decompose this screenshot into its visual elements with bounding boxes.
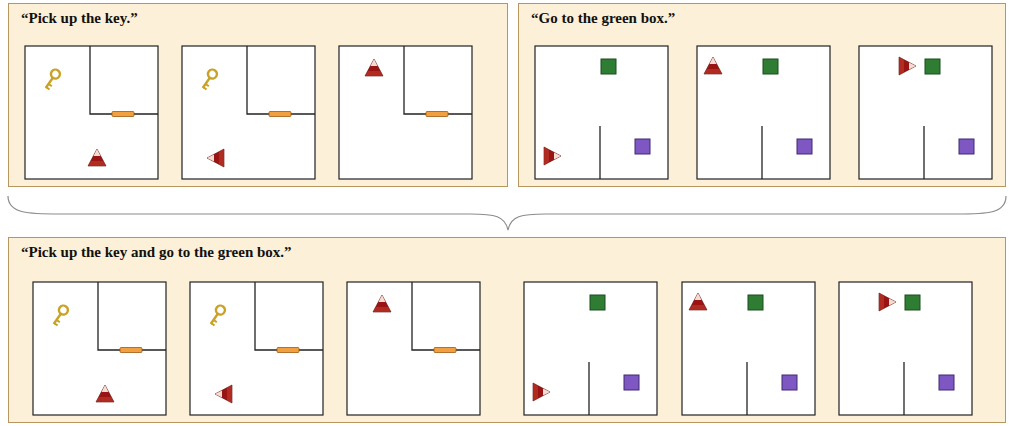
wall bbox=[923, 126, 924, 179]
green-box bbox=[748, 295, 763, 310]
agent-triangle bbox=[215, 385, 232, 403]
agent-triangle bbox=[373, 295, 391, 312]
door bbox=[112, 112, 134, 117]
env-frame bbox=[535, 46, 668, 179]
agent-triangle bbox=[544, 147, 561, 165]
panel-box: “Pick up the key.” bbox=[8, 3, 508, 187]
agent-triangle bbox=[533, 383, 550, 401]
purple-box bbox=[635, 139, 650, 154]
green-box bbox=[763, 59, 778, 74]
agent-triangle bbox=[689, 293, 707, 310]
wall bbox=[588, 362, 589, 415]
key-icon bbox=[50, 304, 70, 327]
env-frame bbox=[25, 46, 158, 179]
key-icon bbox=[207, 304, 227, 327]
panel-box: “Pick up the key and go to the green box… bbox=[8, 237, 1006, 423]
agent-triangle bbox=[365, 59, 383, 76]
agent-triangle bbox=[899, 57, 916, 75]
panel-fill bbox=[8, 3, 508, 187]
env-frame bbox=[839, 282, 972, 415]
purple-box bbox=[782, 375, 797, 390]
env-frame bbox=[190, 282, 323, 415]
green-box bbox=[601, 59, 616, 74]
purple-box bbox=[939, 375, 954, 390]
door bbox=[277, 348, 299, 353]
panel-heading: “Go to the green box.” bbox=[531, 10, 675, 27]
env-frame bbox=[697, 46, 830, 179]
agent-triangle bbox=[88, 149, 106, 166]
wall bbox=[761, 126, 762, 179]
door bbox=[426, 112, 448, 117]
green-box bbox=[590, 295, 605, 310]
door bbox=[269, 112, 291, 117]
env-frame bbox=[524, 282, 657, 415]
panel-box: “Go to the green box.” bbox=[518, 3, 1006, 187]
wall bbox=[90, 46, 158, 114]
panel-fill bbox=[518, 3, 1006, 187]
purple-box bbox=[959, 139, 974, 154]
purple-box bbox=[624, 375, 639, 390]
agent-triangle bbox=[96, 385, 114, 402]
env-frame bbox=[182, 46, 315, 179]
env-frame bbox=[339, 46, 472, 179]
agent-triangle bbox=[879, 293, 896, 311]
wall bbox=[903, 362, 904, 415]
brace bbox=[8, 196, 1006, 230]
agent-triangle bbox=[704, 57, 722, 74]
green-box bbox=[905, 295, 920, 310]
agent-triangle bbox=[207, 149, 224, 167]
panel-fill bbox=[8, 237, 1006, 423]
wall bbox=[412, 282, 480, 350]
env-frame bbox=[33, 282, 166, 415]
wall bbox=[404, 46, 472, 114]
door bbox=[120, 348, 142, 353]
wall bbox=[746, 362, 747, 415]
panel-heading: “Pick up the key and go to the green box… bbox=[21, 244, 292, 261]
panel-heading: “Pick up the key.” bbox=[21, 10, 138, 27]
env-frame bbox=[859, 46, 992, 179]
env-frame bbox=[347, 282, 480, 415]
door bbox=[434, 348, 456, 353]
green-box bbox=[925, 59, 940, 74]
key-icon bbox=[42, 68, 62, 91]
env-frame bbox=[682, 282, 815, 415]
wall bbox=[255, 282, 323, 350]
purple-box bbox=[797, 139, 812, 154]
wall bbox=[247, 46, 315, 114]
wall bbox=[599, 126, 600, 179]
wall bbox=[98, 282, 166, 350]
key-icon bbox=[199, 68, 219, 91]
